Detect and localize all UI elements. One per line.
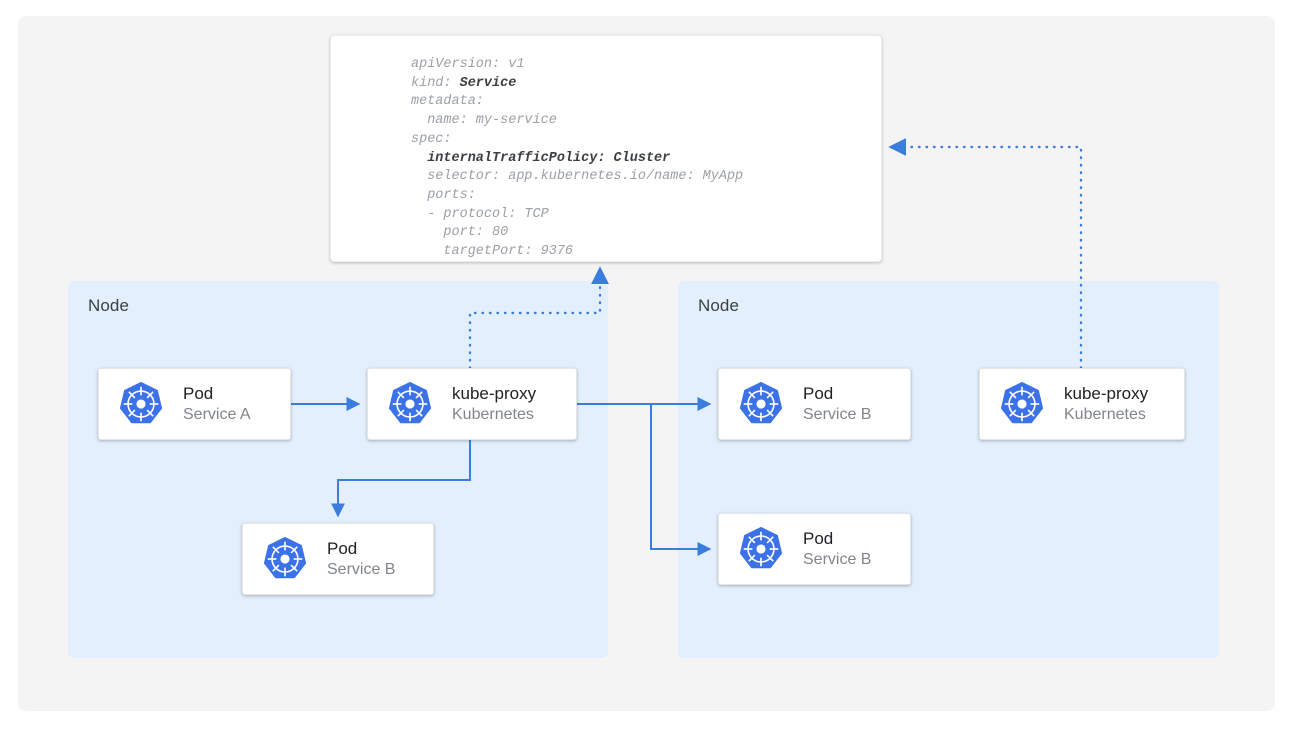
card-text: kube-proxy Kubernetes: [452, 384, 536, 424]
card-subtitle: Service A: [183, 405, 251, 423]
card-title: kube-proxy: [1064, 383, 1149, 403]
service-manifest-code: apiVersion: v1 kind: Service metadata: n…: [411, 57, 744, 260]
kubernetes-icon: [1000, 381, 1044, 424]
card-pod-service-b-remote-top[interactable]: Pod Service B: [718, 368, 911, 440]
card-text: Pod Service A: [183, 384, 251, 424]
kubernetes-icon: [263, 536, 307, 579]
card-kube-proxy-left[interactable]: kube-proxy Kubernetes: [367, 368, 577, 440]
card-text: Pod Service B: [803, 384, 871, 424]
card-subtitle: Service B: [803, 550, 872, 568]
node-label-right: Node: [698, 296, 740, 315]
card-subtitle: Service B: [803, 405, 872, 423]
node-zone-left: Node: [68, 281, 608, 658]
card-subtitle: Kubernetes: [452, 405, 534, 423]
card-title: Pod: [803, 383, 834, 403]
card-title: Pod: [183, 383, 214, 403]
card-text: Pod Service B: [803, 529, 871, 569]
service-manifest-panel: apiVersion: v1 kind: Service metadata: n…: [330, 35, 882, 262]
card-subtitle: Service B: [327, 560, 396, 578]
kubernetes-icon: [739, 526, 783, 569]
card-title: Pod: [327, 538, 358, 558]
kubernetes-icon: [119, 381, 163, 424]
card-text: kube-proxy Kubernetes: [1064, 384, 1148, 424]
card-kube-proxy-right[interactable]: kube-proxy Kubernetes: [979, 368, 1185, 440]
kubernetes-icon: [739, 381, 783, 424]
card-subtitle: Kubernetes: [1064, 405, 1146, 423]
kubernetes-icon: [388, 381, 432, 424]
card-text: Pod Service B: [327, 539, 395, 579]
card-pod-service-b-local[interactable]: Pod Service B: [242, 523, 434, 595]
node-zone-right: Node: [678, 281, 1219, 658]
card-pod-service-a[interactable]: Pod Service A: [98, 368, 291, 440]
card-title: kube-proxy: [452, 383, 537, 403]
card-title: Pod: [803, 528, 834, 548]
card-pod-service-b-remote-bottom[interactable]: Pod Service B: [718, 513, 911, 585]
node-label-left: Node: [88, 296, 130, 315]
